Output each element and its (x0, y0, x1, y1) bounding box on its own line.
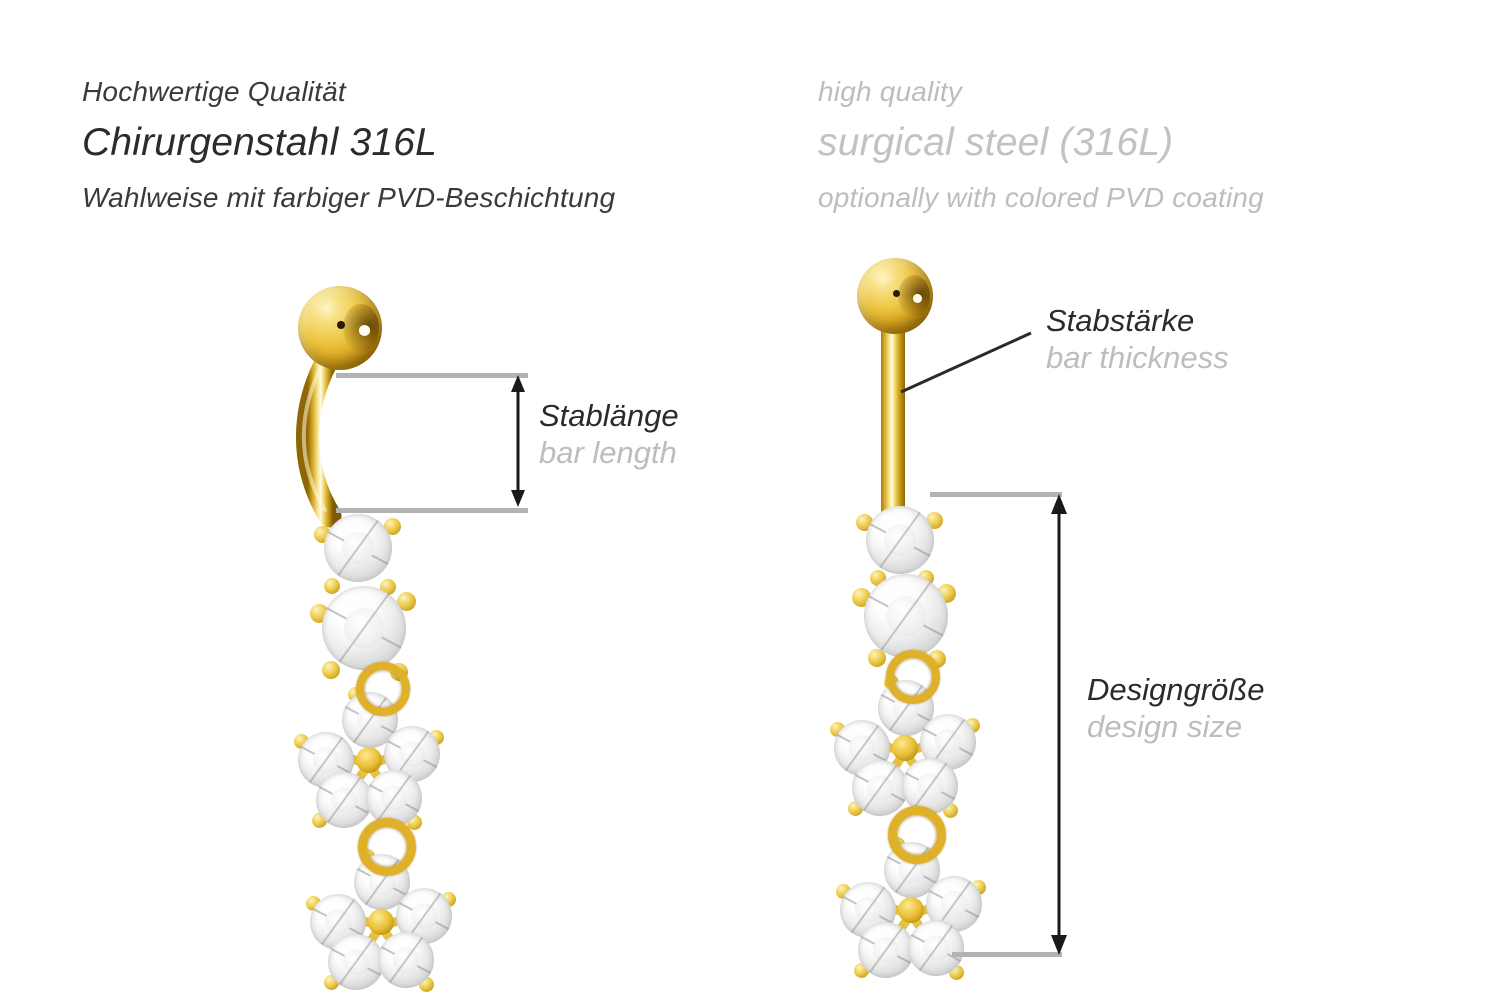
bar-length-guide-top (336, 373, 528, 378)
right-ball-thread-hole (892, 289, 900, 297)
left-solitaire-stone-1 (314, 508, 401, 595)
bar-thickness-label-en: bar thickness (1046, 339, 1229, 375)
left-jump-ring-1 (356, 662, 410, 716)
design-size-label-de: Designgröße (1087, 672, 1265, 707)
english-material-line: surgical steel (316L) (818, 121, 1174, 164)
crystal-petal (366, 770, 422, 826)
crystal-petal (902, 758, 958, 814)
flower-center-hub (892, 735, 918, 761)
flower-center-hub (356, 747, 382, 773)
right-flower-lower (836, 837, 986, 980)
left-ball-thread-hole (337, 321, 346, 329)
bar-length-dimension-arrow (511, 375, 525, 507)
right-top-ball (857, 258, 933, 334)
english-quality-line: high quality (818, 76, 963, 107)
crystal-petal (316, 772, 372, 828)
flower-center-hub (368, 909, 394, 935)
german-quality-line: Hochwertige Qualität (82, 76, 346, 107)
crystal-petal (858, 922, 914, 978)
left-solitaire-stone-2 (310, 578, 416, 681)
bar-thickness-callout: Stabstärke bar thickness (1046, 303, 1229, 376)
crystal-petal (378, 932, 434, 988)
left-top-ball (298, 286, 382, 370)
design-size-callout: Designgröße design size (1087, 672, 1264, 745)
crystal-core (343, 607, 385, 649)
left-jump-ring-2 (358, 818, 416, 876)
crystal-core (883, 523, 917, 557)
german-material-line: Chirurgenstahl 316L (82, 121, 438, 164)
prong (384, 518, 401, 535)
design-size-guide-top (930, 492, 1062, 497)
right-ball-highlight (912, 293, 923, 303)
bar-length-callout: Stablänge bar length (539, 398, 679, 471)
design-size-dimension-arrow (1051, 494, 1067, 955)
bar-length-label-de: Stablänge (539, 398, 679, 433)
crystal (864, 574, 948, 658)
crystal (322, 586, 406, 670)
english-coating-line: optionally with colored PVD coating (818, 182, 1264, 213)
crystal (866, 506, 934, 574)
crystal-petal (328, 934, 384, 990)
prong (397, 592, 416, 611)
right-straight-bar (881, 318, 905, 528)
crystal-core (341, 531, 375, 565)
bar-length-label-en: bar length (539, 434, 677, 470)
german-coating-line: Wahlweise mit farbiger PVD-Beschichtung (82, 182, 616, 213)
right-jump-ring-2 (888, 806, 946, 864)
crystal-core (885, 595, 927, 637)
crystal-petal (908, 920, 964, 976)
left-ball-highlight (359, 325, 371, 336)
prong (868, 649, 886, 667)
crystal (324, 514, 392, 582)
bar-length-guide-bottom (336, 508, 528, 513)
flower-center-hub (898, 897, 924, 923)
right-jump-ring-1 (886, 650, 940, 704)
design-size-label-en: design size (1087, 708, 1243, 744)
prong (324, 578, 340, 594)
right-solitaire-stone-1 (856, 500, 943, 586)
bar-thickness-label-de: Stabstärke (1046, 303, 1195, 338)
bar-thickness-leader-line (900, 331, 1032, 394)
design-size-guide-bottom (952, 952, 1062, 957)
crystal-petal (852, 760, 908, 816)
